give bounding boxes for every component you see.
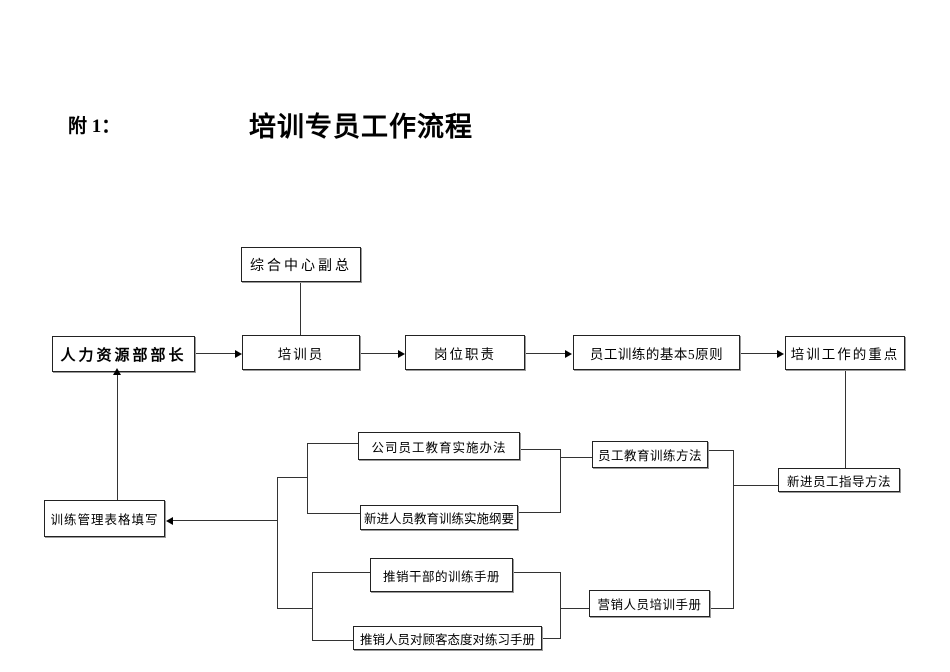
- connector-focus-guide: [845, 370, 846, 468]
- connector-trainer-duty: [360, 353, 399, 354]
- connector-bracket-attitude: [312, 640, 353, 641]
- arrowhead-into-focus: [777, 350, 784, 358]
- connector-plan-bracket: [520, 449, 561, 450]
- connector-left-trunk: [277, 477, 278, 609]
- connector-method-trunk: [708, 450, 734, 451]
- attachment-label: 附 1：: [68, 116, 121, 137]
- node-training-method: 员工教育训练方法: [592, 441, 708, 468]
- connector-bracket-plan: [307, 443, 358, 444]
- connector-right-bracket-bottom: [560, 572, 561, 638]
- connector-sales-bracket: [513, 572, 561, 573]
- connector-trunk-guide: [733, 485, 778, 486]
- connector-hr-trainer: [195, 353, 237, 354]
- connector-left-bracket-top: [307, 443, 308, 514]
- connector-duty-principles: [525, 353, 567, 354]
- node-hr-director: 人力资源部部长: [52, 336, 195, 372]
- node-focus: 培训工作的重点: [785, 336, 905, 370]
- connector-bracket-outline: [307, 513, 360, 514]
- connector-bracket-stem-bottom: [277, 608, 313, 609]
- node-company-plan: 公司员工教育实施办法: [358, 432, 520, 460]
- page-title: 培训专员工作流程: [249, 112, 473, 142]
- node-attitude-manual: 推销人员对顾客态度对练习手册: [353, 626, 542, 650]
- connector-left-bracket-bottom: [312, 572, 313, 641]
- connector-vp-trainer: [300, 282, 301, 336]
- node-sales-manual: 推销干部的训练手册: [370, 558, 513, 592]
- connector-principles-focus: [740, 353, 779, 354]
- connector-forms-hr: [117, 375, 118, 500]
- connector-trunk-marketing: [710, 608, 734, 609]
- arrowhead-into-duty: [398, 350, 405, 358]
- connector-attitude-bracket: [542, 638, 561, 639]
- node-newcomer-guide: 新进员工指导方法: [778, 468, 900, 492]
- connector-bracket-marketing: [560, 608, 589, 609]
- arrowhead-into-trainer: [235, 350, 242, 358]
- connector-bracket-method: [560, 457, 592, 458]
- arrowhead-into-forms: [166, 517, 173, 525]
- connector-right-trunk: [733, 450, 734, 609]
- node-principles: 员工训练的基本5原则: [573, 335, 740, 370]
- connector-bracket-sales: [312, 572, 370, 573]
- node-forms: 训练管理表格填写: [44, 500, 165, 537]
- connector-bracket-stem-top: [277, 477, 308, 478]
- node-vp: 综合中心副总: [241, 247, 361, 282]
- node-trainer: 培训员: [242, 335, 360, 370]
- node-job-duty: 岗位职责: [405, 335, 525, 370]
- connector-trunk-forms: [172, 520, 277, 521]
- connector-outline-bracket: [518, 512, 561, 513]
- node-newcomer-outline: 新进人员教育训练实施纲要: [360, 505, 518, 530]
- node-marketing-manual: 营销人员培训手册: [589, 590, 710, 617]
- arrowhead-into-principles: [565, 350, 572, 358]
- arrowhead-into-hr: [113, 368, 121, 375]
- connector-mid-bracket: [560, 449, 561, 513]
